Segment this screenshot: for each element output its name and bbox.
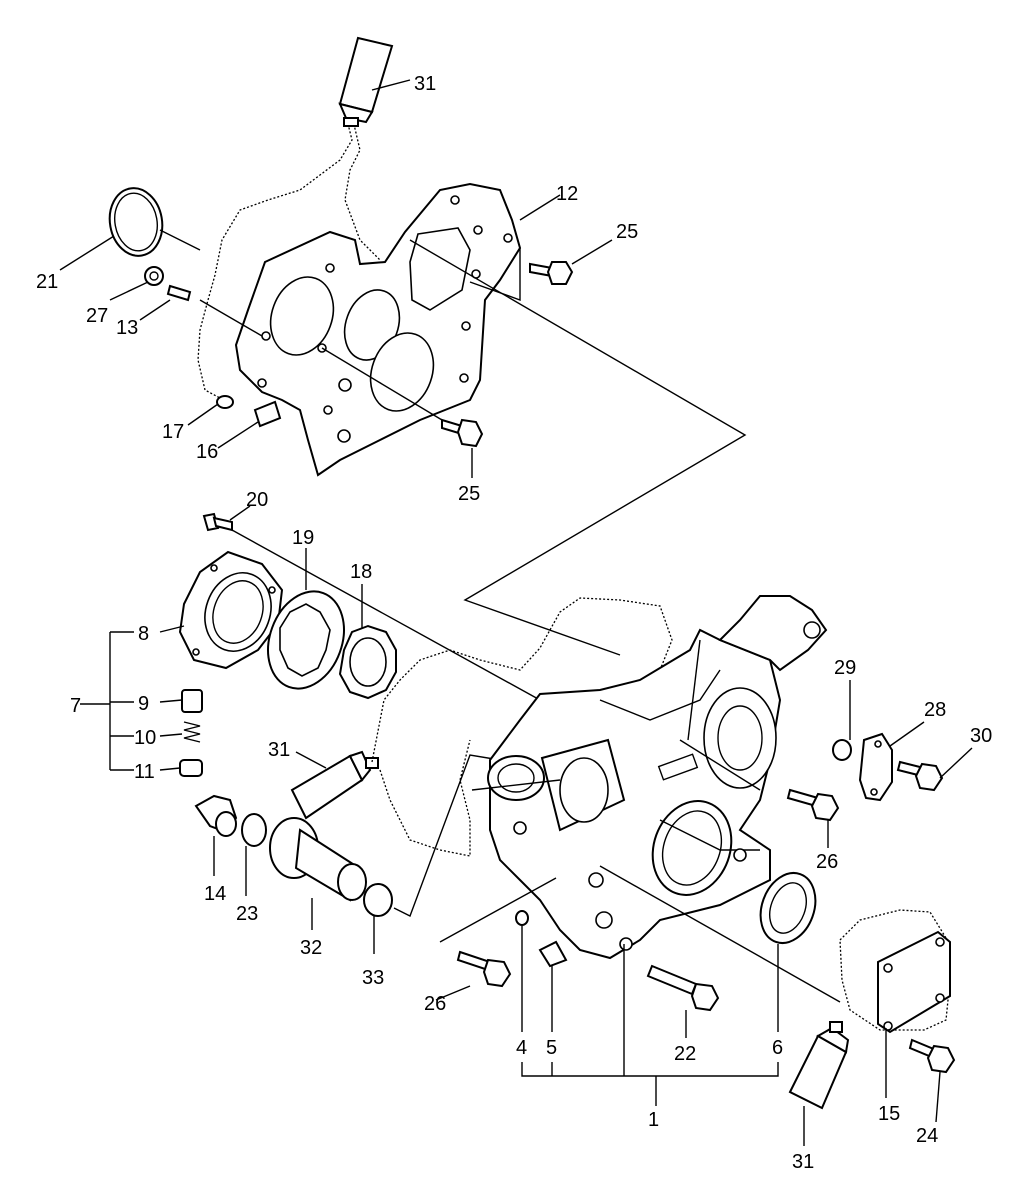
label-11: 11 (134, 761, 155, 783)
sealant-bead-upper (197, 111, 353, 399)
label-32: 32 (300, 937, 322, 959)
label-6: 6 (772, 1037, 783, 1059)
label-5: 5 (546, 1037, 557, 1059)
bolt-26-left (456, 950, 512, 988)
label-16: 16 (196, 441, 218, 463)
bolt-30 (896, 760, 944, 792)
label-33: 33 (362, 967, 384, 989)
spring-10 (183, 721, 201, 743)
label-4: 4 (516, 1037, 527, 1059)
label-23: 23 (236, 903, 258, 925)
label-12: 12 (556, 183, 578, 205)
cover-15 (877, 930, 951, 1034)
o-ring-23 (241, 813, 267, 847)
label-10: 10 (134, 727, 156, 749)
label-7: 7 (70, 695, 81, 717)
sealant-tube-middle (290, 750, 379, 820)
label-8: 8 (138, 623, 149, 645)
screw-20 (202, 512, 233, 532)
label-18: 18 (350, 561, 372, 583)
outer-rotor-19 (267, 590, 345, 690)
plug-5 (538, 940, 568, 968)
bolt-25-mid (441, 418, 484, 448)
label-31-bottom: 31 (792, 1151, 814, 1173)
label-27: 27 (86, 305, 108, 327)
sealant-bead-upper-2 (344, 115, 381, 261)
label-26-left: 26 (424, 993, 446, 1015)
dowel-16 (253, 400, 282, 428)
bolt-22 (646, 964, 720, 1012)
gasket-plate-upper (234, 182, 522, 477)
o-ring-29 (832, 739, 852, 761)
filler-cap-14 (194, 794, 238, 837)
sealant-tube-top (338, 36, 394, 127)
plug-4 (515, 910, 529, 926)
label-9: 9 (138, 693, 149, 715)
label-14: 14 (204, 883, 226, 905)
label-29: 29 (834, 657, 856, 679)
sealant-tube-bottom (788, 1021, 850, 1110)
pump-housing (178, 550, 284, 670)
bolt-25-top (529, 261, 574, 285)
sealant-bead-middle (371, 597, 673, 763)
o-ring-21 (108, 187, 164, 257)
label-25-mid: 25 (458, 483, 480, 505)
label-31-top: 31 (414, 73, 436, 95)
label-30: 30 (970, 725, 992, 747)
label-24: 24 (916, 1125, 938, 1147)
inner-rotor-18 (338, 624, 397, 700)
stud-13 (166, 284, 192, 302)
sleeve-32 (269, 817, 367, 902)
o-ring-17 (216, 395, 234, 409)
label-22: 22 (674, 1043, 696, 1065)
label-21: 21 (36, 271, 58, 293)
label-31-mid: 31 (268, 739, 290, 761)
label-15: 15 (878, 1103, 900, 1125)
label-25-top: 25 (616, 221, 638, 243)
bolt-26-right (786, 788, 840, 822)
bolt-24 (908, 1038, 956, 1074)
label-19: 19 (292, 527, 314, 549)
label-17: 17 (162, 421, 184, 443)
label-20: 20 (246, 489, 268, 511)
label-1: 1 (648, 1109, 659, 1131)
label-26-right: 26 (816, 851, 838, 873)
nut-27 (144, 266, 164, 286)
relief-valve-9 (181, 689, 203, 713)
plug-11 (179, 759, 203, 777)
sealant-bead-lower (839, 909, 951, 1031)
main-housing (487, 595, 828, 960)
oil-seal-6 (759, 872, 817, 944)
label-13: 13 (116, 317, 138, 339)
label-28: 28 (924, 699, 946, 721)
o-ring-33 (363, 883, 393, 917)
cover-plate-28 (858, 732, 893, 802)
